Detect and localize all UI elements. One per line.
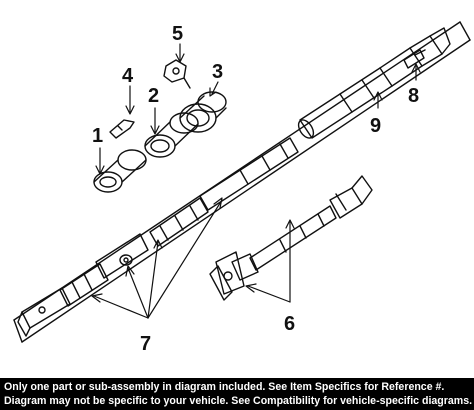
callout-7: 7: [140, 333, 151, 355]
part-1-bearing-sleeve: [93, 149, 147, 193]
upper-column-tube: [297, 27, 451, 139]
callout-9: 9: [370, 115, 381, 137]
disclaimer-line-2: Diagram may not be specific to your vehi…: [4, 395, 473, 407]
callout-6: 6: [284, 313, 295, 335]
upper-shaft-outline: [13, 21, 471, 343]
callout-8: 8: [408, 85, 419, 107]
steering-column-diagram: 1 2 3 4 5 6 7 8 9: [13, 21, 471, 355]
part-3-bearing: [179, 91, 227, 133]
intermediate-shaft: [149, 137, 299, 247]
part-2-housing-ring: [144, 112, 199, 158]
leader-lines: [91, 43, 421, 319]
part-8-end-cap: [403, 49, 425, 69]
callout-5: 5: [172, 23, 183, 45]
callout-3: 3: [212, 61, 223, 83]
part-5-clip: [163, 59, 191, 89]
part-4-bracket: [109, 119, 135, 139]
lower-intermediate-shaft: [209, 175, 373, 301]
callout-2: 2: [148, 85, 159, 107]
disclaimer-line-1: Only one part or sub-assembly in diagram…: [4, 381, 445, 393]
callout-1: 1: [92, 125, 103, 147]
callout-4: 4: [122, 65, 134, 87]
disclaimer-banner: Only one part or sub-assembly in diagram…: [0, 378, 474, 410]
lower-shaft-pieces: [17, 233, 149, 337]
